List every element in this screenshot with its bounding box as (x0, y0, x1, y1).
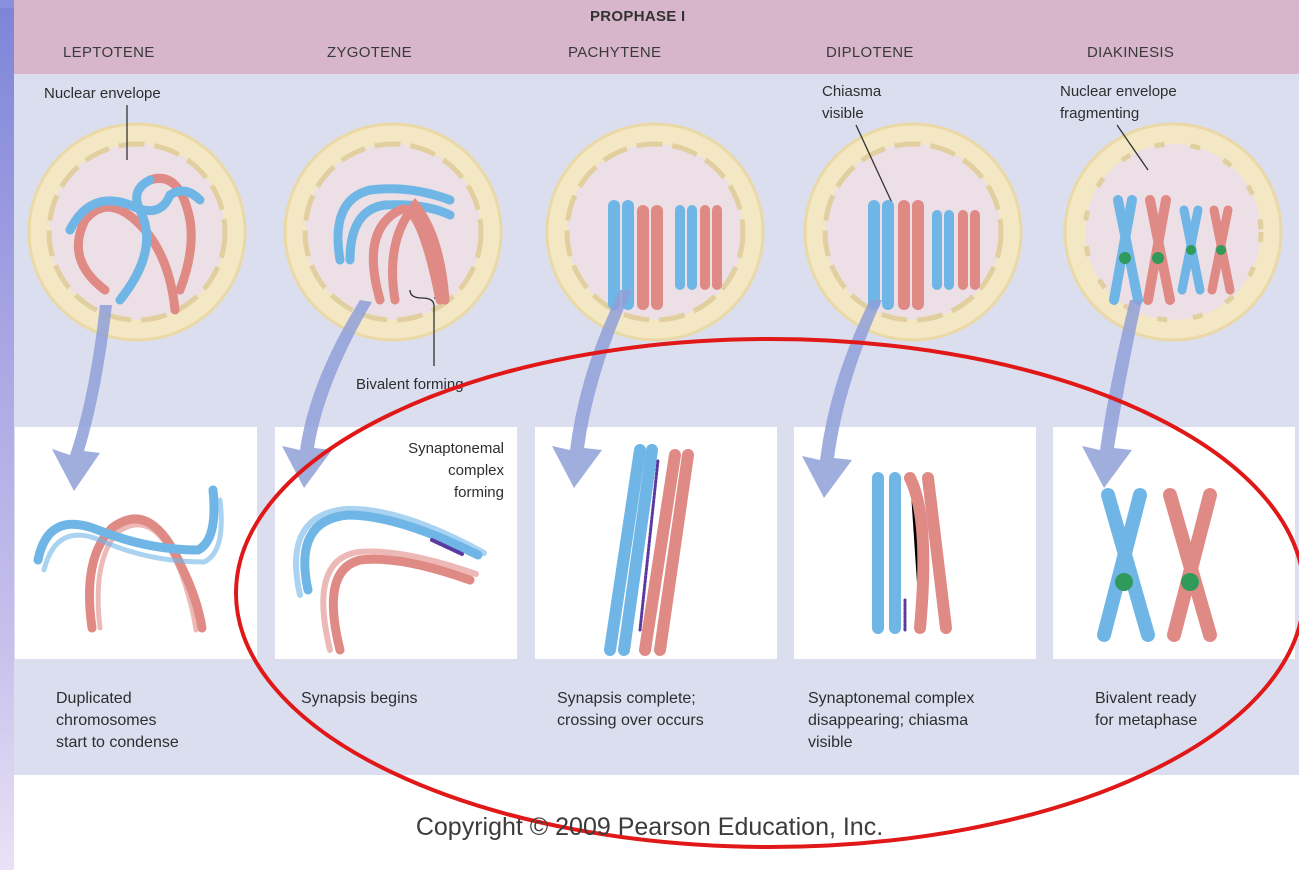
nucleus-leptotene (29, 124, 245, 340)
nucleus-zygotene (285, 124, 501, 340)
detail-leptotene-chromosomes (38, 490, 221, 630)
caption-leptotene-3: start to condense (56, 732, 179, 754)
caption-pachytene-1: Synapsis complete; (557, 688, 696, 710)
caption-leptotene-1: Duplicated (56, 688, 132, 710)
caption-diplotene-3: visible (808, 732, 852, 754)
caption-zygotene-1: Synapsis begins (301, 688, 418, 710)
detail-diakinesis-chromosomes (1104, 495, 1210, 635)
detail-diplotene-chromosomes (878, 478, 946, 630)
caption-diplotene-1: Synaptonemal complex (808, 688, 974, 710)
nucleus-diakinesis (1065, 124, 1281, 340)
caption-pachytene-2: crossing over occurs (557, 710, 704, 732)
copyright-notice: Copyright © 2009 Pearson Education, Inc. (0, 813, 1299, 842)
caption-leptotene-2: chromosomes (56, 710, 156, 732)
detail-zygotene-chromosomes (296, 509, 484, 650)
caption-diplotene-2: disappearing; chiasma (808, 710, 968, 732)
detail-pachytene-chromosomes (610, 450, 688, 650)
caption-diakinesis-2: for metaphase (1095, 710, 1197, 732)
caption-diakinesis-1: Bivalent ready (1095, 688, 1196, 710)
